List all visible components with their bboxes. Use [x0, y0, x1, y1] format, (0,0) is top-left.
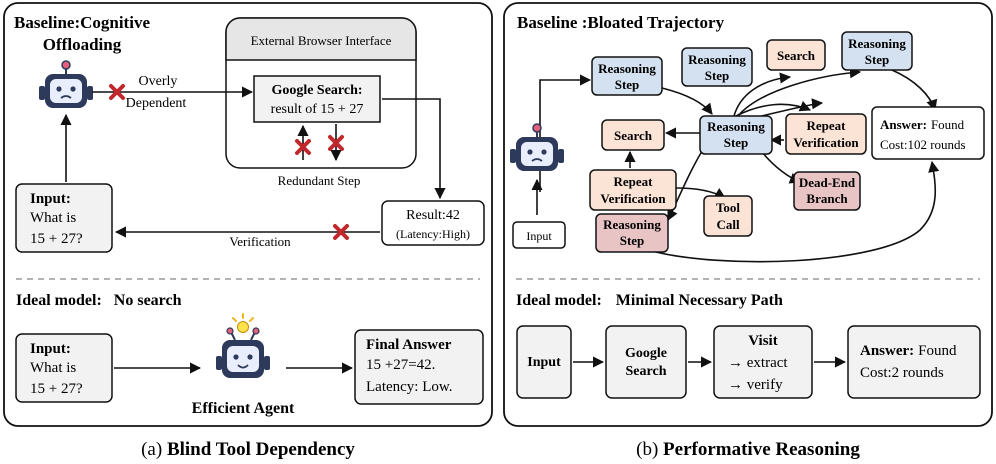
repeat-verification-node-right-line2: Verification — [793, 135, 859, 150]
search-node-mid-label: Search — [614, 128, 653, 143]
google-search-box — [253, 75, 381, 123]
overly-label-line1: Overly — [139, 74, 178, 89]
ideal-visit-line2: → verify — [728, 377, 783, 393]
search-node-top-label: Search — [777, 48, 816, 63]
cross-icon — [328, 135, 344, 151]
dead-end-branch-node — [793, 171, 861, 211]
google-search-sub: result of 15 + 27 — [271, 102, 364, 117]
panel-a-title-line1: Baseline:Cognitive — [14, 13, 150, 32]
ideal-google-line1: Google — [625, 346, 667, 361]
answer-node — [871, 106, 985, 160]
final-answer-title: Final Answer — [366, 337, 452, 353]
search-node-mid — [601, 119, 665, 151]
dead-end-line1: Dead-End — [799, 175, 856, 190]
tool-call-line1: Tool — [716, 200, 740, 215]
reasoning-step-node-2 — [681, 47, 753, 87]
ideal-input-line1: What is — [30, 360, 76, 376]
input-title: Input: — [30, 191, 71, 207]
ideal-visit-title: Visit — [748, 333, 777, 349]
caption-a: (a) Blind Tool Dependency — [141, 439, 355, 460]
reasoning-step-node-bottom-line2: Step — [620, 233, 645, 248]
tool-call-line2: Call — [716, 217, 740, 232]
final-answer-line1: 15 +27=42. — [366, 357, 435, 373]
input-line2: 15 + 27? — [30, 231, 83, 247]
reasoning-step-node-center-line1: Reasoning — [707, 119, 765, 134]
redundant-label: Redundant Step — [278, 173, 361, 188]
ideal-answer-node — [847, 325, 981, 399]
ideal-answer-line1: Answer:Found — [860, 343, 957, 359]
reasoning-step-node-3 — [841, 31, 913, 71]
tool-call-node — [703, 195, 753, 237]
ideal-b-label: Ideal model:Minimal Necessary Path — [516, 292, 783, 309]
google-search-title: Google Search: — [271, 83, 362, 98]
reasoning-step-node-2-line1: Reasoning — [688, 52, 746, 67]
input-box — [15, 183, 113, 253]
repeat-verification-node-left-line2: Verification — [600, 191, 666, 206]
bloated-input-box — [512, 221, 566, 249]
ideal-input-line2: 15 + 27? — [30, 381, 83, 397]
reasoning-step-node-bottom — [595, 213, 669, 253]
reasoning-step-node-3-line1: Reasoning — [848, 36, 906, 51]
ideal-input-box — [15, 333, 113, 403]
reasoning-step-node-center-line2: Step — [724, 135, 749, 150]
ideal-a-label: Ideal model:No search — [16, 292, 182, 309]
dead-end-line2: Branch — [806, 191, 848, 206]
cross-icon — [333, 224, 349, 240]
browser-title: External Browser Interface — [251, 33, 392, 48]
reasoning-step-node-2-line2: Step — [705, 68, 730, 83]
result-line1: Result:42 — [406, 208, 460, 223]
answer-node-line2: Cost:102 rounds — [880, 137, 966, 152]
panel-b-title: Baseline :Bloated Trajectory — [517, 13, 725, 32]
reasoning-step-node-3-line2: Step — [865, 52, 890, 67]
ideal-input-node — [516, 325, 572, 399]
reasoning-step-node-1 — [591, 56, 663, 96]
cross-icon — [295, 139, 311, 155]
search-node-top — [766, 39, 826, 71]
ideal-visit-line1: → extract — [728, 355, 788, 371]
answer-node-line1: Answer:Found — [880, 117, 965, 132]
final-answer-box — [354, 329, 484, 405]
panel-a-title-line2: Offloading — [43, 35, 122, 54]
repeat-verification-node-right — [785, 113, 867, 155]
browser-titlebar — [225, 17, 417, 61]
ideal-answer-line2: Cost:2 rounds — [860, 365, 944, 381]
result-line2: (Latency:High) — [396, 227, 470, 241]
reasoning-step-node-1-line2: Step — [615, 77, 640, 92]
reasoning-step-node-bottom-line1: Reasoning — [603, 217, 661, 232]
efficient-agent-label: Efficient Agent — [192, 400, 295, 417]
input-line1: What is — [30, 210, 76, 226]
reasoning-step-node-1-line1: Reasoning — [598, 61, 656, 76]
final-answer-line2: Latency: Low. — [366, 379, 453, 395]
bloated-input-label: Input — [526, 229, 552, 243]
ideal-input-node-label: Input — [527, 355, 561, 370]
ideal-input-title: Input: — [30, 341, 71, 357]
cross-icon — [109, 84, 125, 100]
repeat-verification-node-left — [589, 169, 677, 211]
edge-google-to-result — [382, 98, 446, 200]
repeat-verification-node-left-line1: Repeat — [614, 174, 654, 189]
verification-label: Verification — [229, 234, 291, 249]
result-box — [381, 200, 485, 246]
overly-label-line2: Dependent — [126, 96, 187, 111]
ideal-visit-node — [713, 325, 813, 399]
efficient-agent-robot-icon — [216, 313, 270, 378]
caption-b: (b) Performative Reasoning — [636, 439, 860, 460]
ideal-google-node — [605, 325, 687, 399]
repeat-verification-node-right-line1: Repeat — [807, 118, 847, 133]
reasoning-step-node-center — [699, 115, 773, 155]
ideal-google-line2: Search — [626, 364, 667, 379]
